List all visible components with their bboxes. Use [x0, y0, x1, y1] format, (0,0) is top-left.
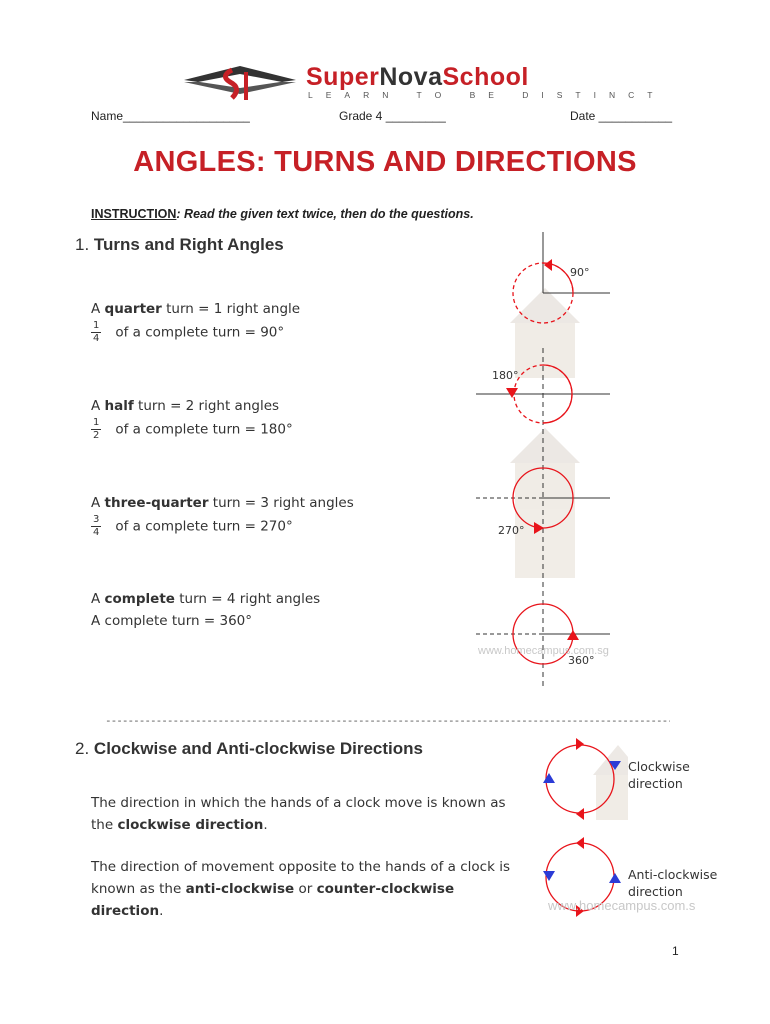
- arrow-icon: [609, 873, 621, 883]
- school-logo: SuperNovaSchool LEARN TO BE DISTINCT: [180, 60, 652, 104]
- watermark-house-icon: [593, 745, 628, 820]
- date-field: Date ___________: [570, 109, 673, 123]
- brand-name: SuperNovaSchool: [306, 63, 529, 91]
- arrow-icon: [543, 871, 555, 881]
- watermark-house-icon: [510, 288, 580, 578]
- arrow-icon: [543, 773, 555, 783]
- direction-diagrams: [543, 738, 628, 917]
- arrow-icon: [576, 837, 584, 849]
- complete-turn-text: A complete turn = 4 right angles A compl…: [91, 591, 321, 629]
- arrow-icon: [506, 388, 518, 398]
- logo-emblem-icon: [184, 66, 296, 100]
- section-1-heading: 1. Turns and Right Angles: [75, 235, 284, 254]
- section-divider: ----------------------------------------…: [105, 714, 670, 727]
- arrow-icon: [576, 808, 584, 820]
- arrow-icon: [544, 259, 552, 271]
- instruction-label: INSTRUCTION: [91, 207, 177, 221]
- arrow-icon: [609, 761, 621, 770]
- instruction-text: : Read the given text twice, then do the…: [176, 207, 474, 221]
- label-270: 270°: [498, 524, 525, 537]
- arrow-icon: [576, 738, 584, 750]
- turns-diagram: [476, 232, 610, 690]
- anticlockwise-paragraph: The direction of movement opposite to th…: [91, 859, 510, 919]
- label-90: 90°: [570, 266, 590, 279]
- grade-field: Grade 4 _________: [339, 109, 446, 123]
- arrow-icon: [576, 905, 584, 917]
- watermark-url: www.homecampus.com.sg: [478, 645, 609, 657]
- name-field: Name___________________: [91, 109, 250, 123]
- clockwise-paragraph: The direction in which the hands of a cl…: [91, 795, 506, 833]
- arrow-icon: [567, 630, 579, 640]
- instruction: INSTRUCTION: Read the given text twice, …: [91, 207, 474, 221]
- watermark-url-2: www.homecampus.com.s: [548, 898, 696, 913]
- section-2-heading: 2. Clockwise and Anti-clockwise Directio…: [75, 739, 423, 758]
- label-360: 360°: [568, 654, 595, 667]
- page-title: ANGLES: TURNS AND DIRECTIONS: [133, 146, 637, 178]
- arrow-icon: [534, 522, 544, 534]
- brand-tagline: LEARN TO BE DISTINCT: [308, 90, 666, 100]
- label-180: 180°: [492, 369, 519, 382]
- page-number: 1: [672, 944, 679, 958]
